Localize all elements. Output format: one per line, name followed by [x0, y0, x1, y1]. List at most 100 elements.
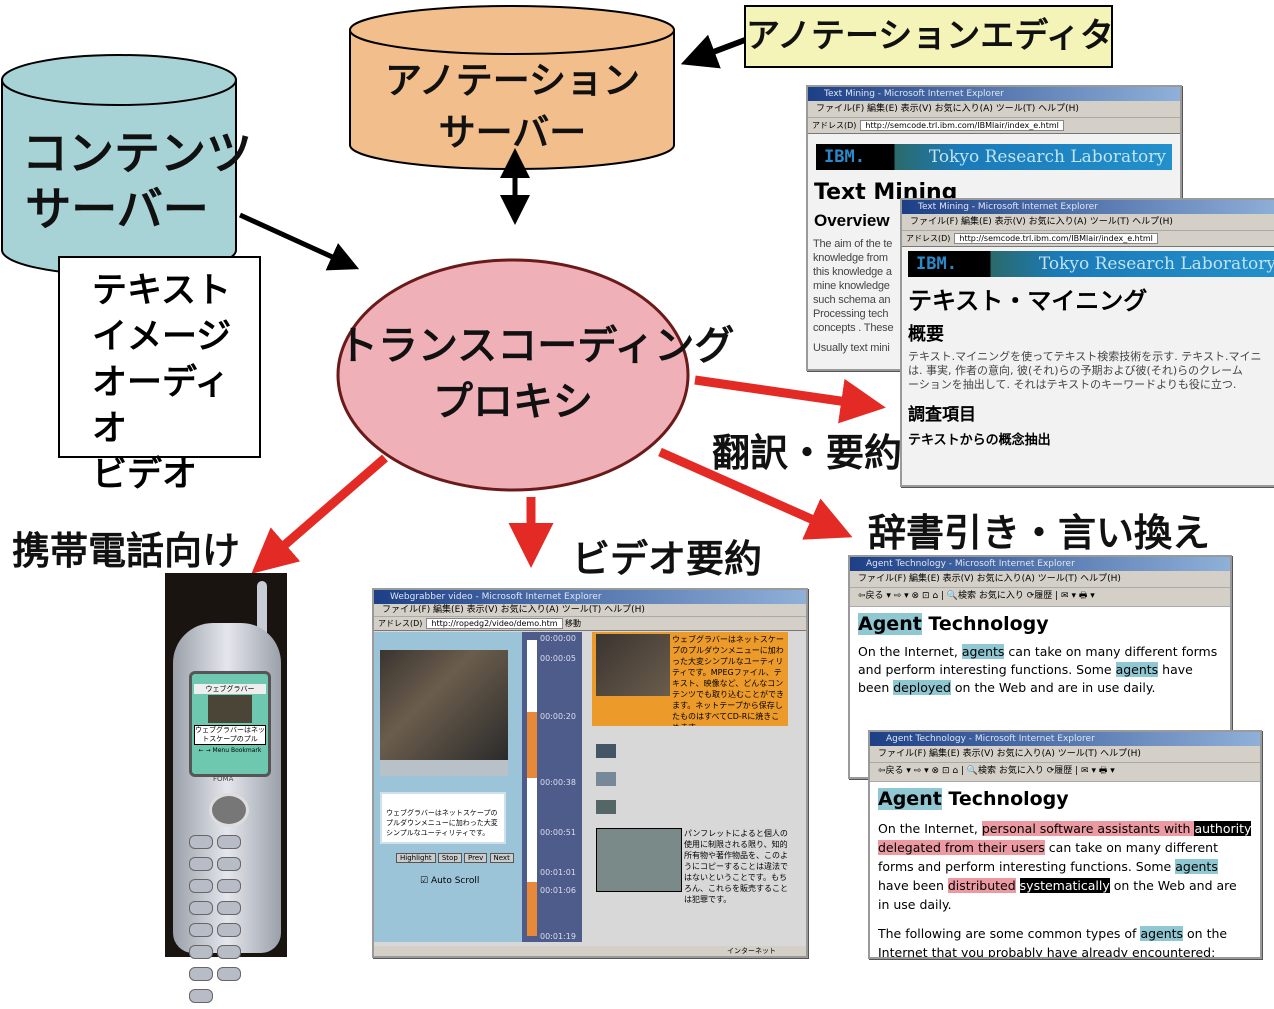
phone-key[interactable]: [189, 835, 213, 849]
annotation-server-line2: サーバー: [438, 111, 587, 154]
phone-key[interactable]: [217, 835, 241, 849]
video-label: ビデオ要約: [572, 537, 763, 581]
timestamp[interactable]: 00:00:05: [540, 654, 576, 663]
menu-bar[interactable]: ファイル(F) 編集(E) 表示(V) お気に入り(A) ツール(T) ヘルプ(…: [870, 746, 1260, 763]
menu-bar[interactable]: ファイル(F) 編集(E) 表示(V) お気に入り(A) ツール(T) ヘルプ(…: [850, 571, 1230, 588]
phone-key[interactable]: [217, 879, 241, 893]
phone-screen-text: ウェブグラバーはネットスケープのプル: [194, 725, 266, 745]
content-server-line2: サーバー: [25, 182, 209, 236]
phone-key[interactable]: [189, 967, 213, 981]
video-frame[interactable]: [380, 650, 508, 760]
lab-name: Tokyo Research Laboratory: [1038, 254, 1274, 274]
proxy-line1: トランスコーディング: [338, 323, 735, 369]
address-bar[interactable]: アドレス(D)http://semcode.trl.ibm.com/IBMlai…: [808, 118, 1180, 134]
address-bar[interactable]: アドレス(D)http://ropedg2/video/demo.htm 移動: [374, 617, 806, 631]
softkey-bookmark[interactable]: Bookmark: [230, 747, 262, 754]
heading-highlight: Agent: [878, 788, 942, 810]
timestamp[interactable]: 00:00:51: [540, 828, 576, 837]
timestamp[interactable]: 00:01:06: [540, 886, 576, 895]
phone-key[interactable]: [217, 857, 241, 871]
proxy-ellipse: [336, 258, 690, 492]
paragraph: On the Internet, agents can take on many…: [858, 643, 1222, 697]
menu-bar[interactable]: ファイル(F) 編集(E) 表示(V) お気に入り(A) ツール(T) ヘルプ(…: [902, 214, 1274, 231]
proxy-label: トランスコーディング プロキシ: [338, 318, 735, 430]
heading-highlight: Agent: [858, 613, 922, 635]
phone-key[interactable]: [217, 901, 241, 915]
highlighted-term: distributed: [947, 878, 1016, 893]
auto-scroll-checkbox[interactable]: ☑ Auto Scroll: [420, 876, 480, 886]
softkey-menu[interactable]: Menu: [212, 747, 230, 754]
phone-key[interactable]: [217, 923, 241, 937]
timeline-bar[interactable]: [527, 640, 537, 936]
mobile-phone: ウェブグラバー ウェブグラバーはネットスケープのプル ← → Menu Book…: [165, 573, 287, 1003]
timestamp[interactable]: 00:01:01: [540, 868, 576, 877]
menu-bar[interactable]: ファイル(F) 編集(E) 表示(V) お気に入り(A) ツール(T) ヘルプ(…: [374, 604, 806, 617]
phone-key[interactable]: [189, 857, 213, 871]
text-run: can take on many different forms and per…: [878, 840, 1219, 874]
next-button[interactable]: Next: [489, 853, 514, 863]
highlighted-term: agents: [1115, 662, 1159, 677]
phone-key[interactable]: [189, 879, 213, 893]
timeline-segment[interactable]: [527, 882, 537, 936]
timestamp[interactable]: 00:01:19: [540, 932, 576, 941]
timestamp[interactable]: 00:00:00: [540, 634, 576, 643]
text-run: have been: [858, 662, 1193, 695]
toolbar[interactable]: ⇦戻る ▾ ⇨ ▾ ⊗ ⊡ ⌂ | 🔍検索 お気に入り ⟳履歴 | ✉ ▾ 🖶 …: [850, 588, 1230, 607]
content-arrow: [238, 212, 360, 271]
highlighted-term: delegated from their users: [878, 840, 1045, 855]
caption-box: ウェブグラバーはネットスケープのプルダウンメニューに加わった大変シンプルなユーテ…: [380, 792, 506, 844]
toolbar[interactable]: ⇦戻る ▾ ⇨ ▾ ⊗ ⊡ ⌂ | 🔍検索 お気に入り ⟳履歴 | ✉ ▾ 🖶 …: [870, 763, 1260, 782]
heading-rest: Technology: [921, 613, 1049, 635]
highlight-button[interactable]: Highlight: [396, 853, 436, 863]
ibm-banner: IBM.Tokyo Research Laboratory: [908, 251, 1274, 277]
screenshot-thumbnail[interactable]: [596, 828, 682, 892]
arrow-to-translation: [694, 375, 886, 424]
phone-key[interactable]: [189, 989, 213, 1003]
address-label: アドレス(D): [812, 121, 857, 130]
section-heading: 調査項目: [908, 405, 976, 425]
menu-bar[interactable]: ファイル(F) 編集(E) 表示(V) お気に入り(A) ツール(T) ヘルプ(…: [808, 101, 1180, 118]
en-line: concepts . These: [813, 322, 894, 334]
stop-button[interactable]: Stop: [437, 853, 462, 863]
phone-softkeys[interactable]: ← → Menu Bookmark: [192, 747, 268, 754]
url-field[interactable]: http://semcode.trl.ibm.com/IBMlair/index…: [860, 120, 1064, 131]
window-title: Text Mining - Microsoft Internet Explore…: [902, 200, 1274, 214]
phone-dpad[interactable]: [209, 793, 249, 827]
thumbnail[interactable]: [596, 800, 616, 814]
status-bar: インターネット: [374, 946, 806, 956]
url-field[interactable]: http://semcode.trl.ibm.com/IBMlair/index…: [954, 233, 1158, 244]
window-title: Agent Technology - Microsoft Internet Ex…: [850, 557, 1230, 571]
softkey-forward[interactable]: →: [205, 747, 211, 754]
go-button[interactable]: 移動: [565, 619, 582, 628]
en-line: this knowledge a: [813, 266, 892, 278]
phone-key[interactable]: [189, 923, 213, 937]
phone-key[interactable]: [217, 967, 241, 981]
text-run: can take on many different forms and per…: [858, 644, 1218, 677]
softkey-back[interactable]: ←: [198, 747, 204, 754]
address-bar[interactable]: アドレス(D)http://semcode.trl.ibm.com/IBMlai…: [902, 231, 1274, 247]
thumbnail[interactable]: [596, 744, 616, 758]
summary-thumbnail[interactable]: [596, 634, 670, 696]
timestamp[interactable]: 00:00:20: [540, 712, 576, 721]
window-title: Text Mining - Microsoft Internet Explore…: [808, 87, 1180, 101]
timestamp[interactable]: 00:00:38: [540, 778, 576, 787]
editor-arrow: [680, 34, 747, 69]
text-run: The following are some common types of: [878, 926, 1141, 941]
highlighted-term: agents: [961, 644, 1005, 659]
thumbnail[interactable]: [596, 772, 616, 786]
en-line: knowledge from: [813, 252, 888, 264]
timeline-segment[interactable]: [527, 712, 537, 778]
url-field[interactable]: http://ropedg2/video/demo.htm: [426, 618, 563, 629]
player-controls[interactable]: [380, 760, 508, 776]
media-video: ビデオ: [92, 455, 198, 495]
prev-button[interactable]: Prev: [464, 853, 488, 863]
text-run: On the Internet,: [858, 644, 962, 659]
text-run: On the Internet,: [878, 821, 982, 836]
arrow-to-mobile: [251, 454, 388, 574]
text-run: have been: [878, 878, 948, 893]
page-heading: Agent Technology: [878, 788, 1252, 810]
window-title: Agent Technology - Microsoft Internet Ex…: [870, 732, 1260, 746]
phone-key[interactable]: [189, 901, 213, 915]
annotation-server-cylinder: [349, 5, 675, 170]
text-run: on the Internet that you probably have a…: [878, 926, 1228, 959]
